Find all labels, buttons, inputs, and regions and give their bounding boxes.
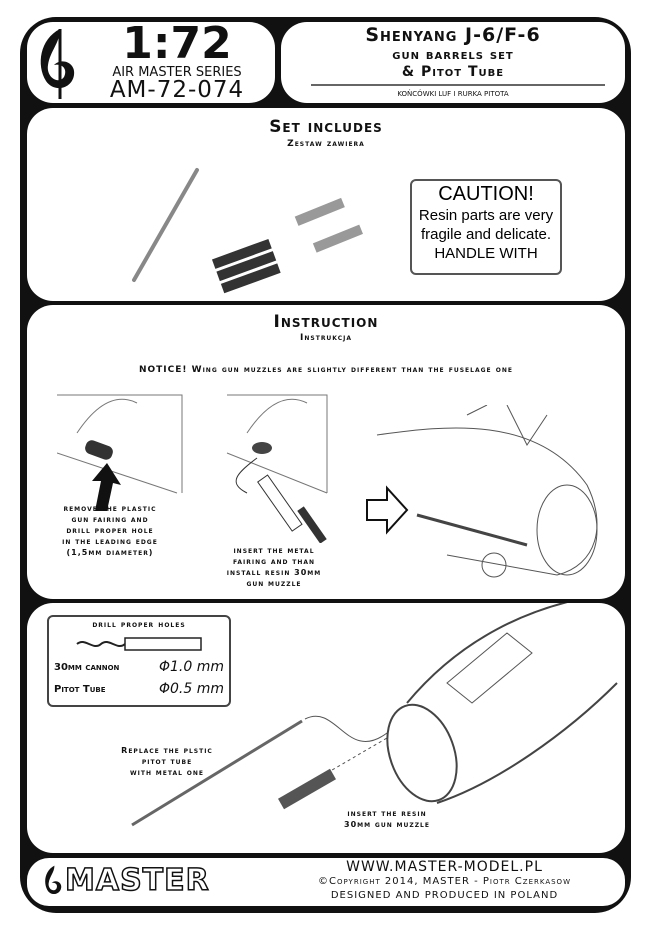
gun-barrel-part bbox=[312, 224, 363, 253]
caution-text: fragile and delicate. bbox=[420, 226, 552, 243]
gun-barrel-part bbox=[294, 197, 345, 226]
step2-illustration bbox=[226, 394, 328, 543]
photo-etch-fret bbox=[211, 238, 281, 294]
title-panel: Shenyang J-6/F-6 gun barrels set & Pitot… bbox=[281, 22, 625, 103]
result-illustration bbox=[366, 405, 598, 578]
pitot-tube-part bbox=[132, 168, 199, 282]
drill-bit-icon bbox=[76, 637, 202, 651]
drill-title: drill proper holes bbox=[92, 620, 186, 630]
polish-subtitle: KOŃCÓWKI LUF I RURKA PITOTA bbox=[397, 90, 509, 98]
caution-title: CAUTION! bbox=[438, 183, 534, 205]
drill-panel: drill proper holes 30mm cannon Φ1.0 mm P… bbox=[27, 603, 625, 853]
drill-box: drill proper holes 30mm cannon Φ1.0 mm P… bbox=[47, 615, 231, 707]
brand-logo: MASTER bbox=[64, 863, 210, 898]
product-code: AM-72-074 bbox=[109, 77, 245, 103]
master-logo-icon bbox=[45, 865, 62, 895]
set-polish: Zestaw zawiera bbox=[287, 139, 365, 149]
product-title: Shenyang J-6/F-6 bbox=[365, 24, 541, 46]
product-subtitle-2: & Pitot Tube bbox=[401, 64, 505, 80]
cannon-diameter: Φ1.0 mm bbox=[158, 659, 224, 675]
instruction-panel: Instruction Instrukcja NOTICE! Wing gun … bbox=[27, 305, 625, 599]
notice-text: NOTICE! Wing gun muzzles are slightly di… bbox=[138, 365, 514, 375]
cannon-label: 30mm cannon bbox=[54, 662, 120, 673]
caution-text: Resin parts are very bbox=[418, 207, 554, 224]
set-includes-panel: Set includes Zestaw zawiera CAUTION! Res… bbox=[27, 108, 625, 301]
scale-panel: 1:72 AIR MASTER SERIES AM-72-074 bbox=[27, 22, 275, 103]
pitot-diameter: Φ0.5 mm bbox=[158, 681, 224, 697]
step1-illustration bbox=[57, 394, 183, 511]
made-in-text: DESIGNED AND PRODUCED IN POLAND bbox=[330, 890, 559, 901]
parts-illustration bbox=[132, 168, 363, 294]
series-label: AIR MASTER SERIES bbox=[112, 65, 242, 80]
caution-box: CAUTION! Resin parts are very fragile an… bbox=[410, 179, 562, 275]
master-logo-icon bbox=[40, 29, 75, 99]
set-title: Set includes bbox=[269, 117, 383, 137]
arrow-right-icon bbox=[366, 485, 409, 535]
arrow-icon bbox=[92, 463, 121, 511]
caution-text: HANDLE WITH bbox=[434, 245, 538, 262]
instruction-polish: Instrukcja bbox=[300, 333, 352, 343]
pitot-label: Pitot Tube bbox=[54, 684, 106, 695]
nose-illustration bbox=[131, 603, 618, 827]
copyright-text: ©Copyright 2014, MASTER - Piotr Czerkaso… bbox=[318, 876, 571, 887]
footer-panel: MASTER WWW.MASTER-MODEL.PL ©Copyright 20… bbox=[27, 858, 625, 906]
website-link[interactable]: WWW.MASTER-MODEL.PL bbox=[346, 859, 543, 875]
title-divider bbox=[311, 84, 605, 86]
instruction-title: Instruction bbox=[273, 312, 379, 332]
scale-label: 1:72 bbox=[122, 18, 232, 69]
product-subtitle: gun barrels set bbox=[392, 47, 514, 63]
